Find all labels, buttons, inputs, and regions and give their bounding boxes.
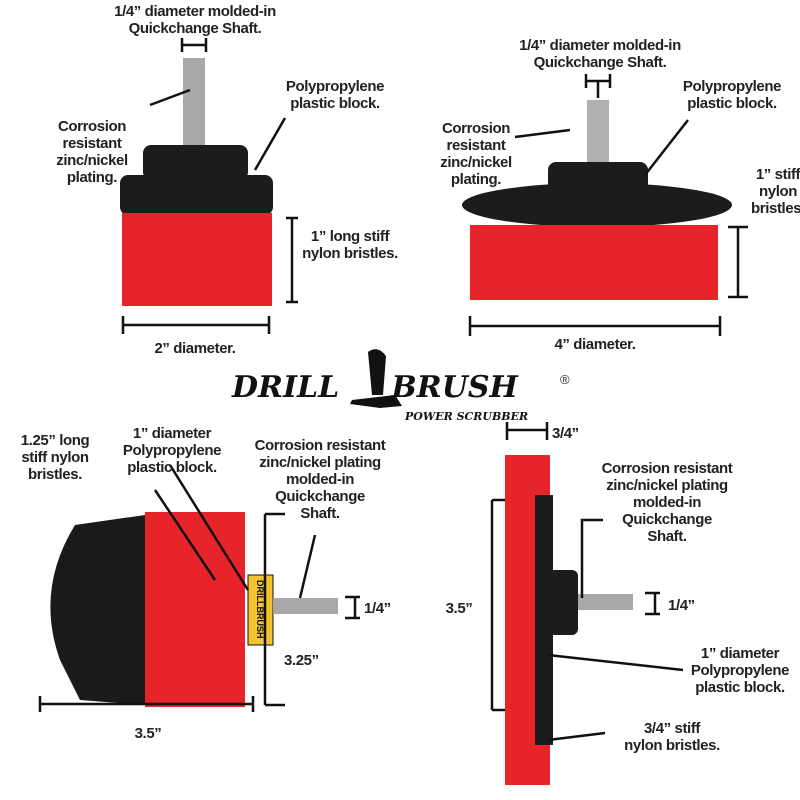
yellow-block: [247, 574, 274, 646]
shaft: [587, 100, 609, 170]
tl-plating-label: Corrosion resistant zinc/nickel plating.: [56, 118, 128, 186]
bl-block-brand: DRILLBRUSH: [255, 580, 265, 639]
br-thickness: 3/4”: [552, 425, 579, 442]
bl-shaft-size: 1/4”: [364, 600, 391, 617]
br-height: 3.5”: [445, 600, 473, 617]
brush-4inch: [462, 100, 732, 300]
bl-bristles-label: 1.25” long stiff nylon bristles.: [20, 432, 90, 483]
brush-cone: [50, 512, 338, 707]
tl-diameter-label: 2” diameter.: [154, 340, 236, 357]
plastic-block-top: [143, 145, 248, 180]
logo-tagline: POWER SCRUBBER: [405, 410, 529, 423]
red-bristles: [145, 512, 245, 707]
registered-mark: ®: [560, 372, 570, 387]
logo-word-brush: BRUSH: [391, 370, 518, 405]
black-bristles: [50, 515, 145, 705]
brush-disc: [505, 455, 633, 785]
plastic-disc: [535, 495, 553, 745]
tl-bristles-label: 1” long stiff nylon bristles.: [302, 228, 398, 262]
brush-2inch: [120, 58, 273, 306]
tr-shaft-label: 1/4” diameter molded-in Quickchange Shaf…: [519, 37, 681, 71]
tr-plating-label: Corrosion resistant zinc/nickel plating.: [440, 120, 512, 188]
tl-block-label: Polypropylene plastic block.: [285, 78, 385, 112]
plastic-block: [548, 570, 578, 635]
red-bristles: [122, 213, 272, 306]
dimension-lines: [38, 38, 748, 742]
red-bristles: [470, 225, 718, 300]
bl-plating-label: Corrosion resistant zinc/nickel plating …: [254, 437, 386, 522]
shaft: [578, 594, 633, 610]
bl-block-label: 1” diameter Polypropylene plastic block.: [122, 425, 222, 476]
shaft: [273, 598, 338, 614]
br-bristles-label: 3/4” stiff nylon bristles.: [624, 720, 720, 754]
logo-word-drill: DRILL: [232, 370, 340, 405]
bl-height: 3.25”: [284, 652, 319, 669]
br-shaft-size: 1/4”: [668, 597, 695, 614]
tr-block-label: Polypropylene plastic block.: [682, 78, 782, 112]
br-plating-label: Corrosion resistant zinc/nickel plating …: [601, 460, 733, 545]
plastic-block-base: [462, 183, 732, 227]
br-block-label: 1” diameter Polypropylene plastic block.: [690, 645, 790, 696]
tr-bristles-label: 1” stiff nylon bristles.: [751, 166, 800, 217]
tr-diameter-label: 4” diameter.: [554, 336, 636, 353]
tl-shaft-label: 1/4” diameter molded-in Quickchange Shaf…: [114, 3, 276, 37]
shaft: [183, 58, 205, 150]
logo-text: DRILL BRUSH: [232, 371, 518, 405]
bl-width: 3.5”: [134, 725, 162, 742]
plastic-block-base: [120, 175, 273, 215]
